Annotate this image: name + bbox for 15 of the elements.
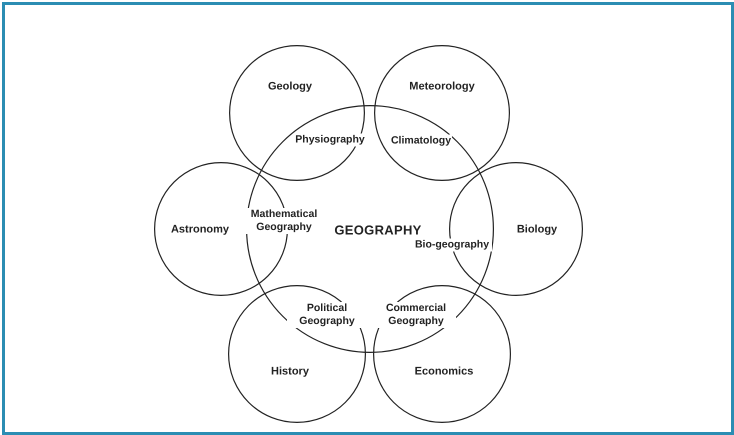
circle-region — [228, 285, 366, 423]
circle-label: Biology — [516, 224, 558, 236]
overlap-label: Commercial Geography — [376, 302, 456, 328]
overlap-label: Climatology — [390, 134, 452, 148]
circle-label: Geology — [268, 80, 312, 94]
circle-label: Economics — [414, 366, 474, 378]
circle-region — [374, 45, 510, 181]
circle-label: Meteorology — [409, 80, 475, 94]
circle-label: History — [271, 366, 309, 378]
overlap-label: Physiography — [294, 134, 366, 146]
circle-region — [373, 285, 511, 423]
circle-region — [229, 45, 365, 181]
circle-label: Astronomy — [170, 224, 230, 236]
circle-label: GEOGRAPHY — [334, 224, 422, 236]
circle-region — [246, 105, 494, 353]
